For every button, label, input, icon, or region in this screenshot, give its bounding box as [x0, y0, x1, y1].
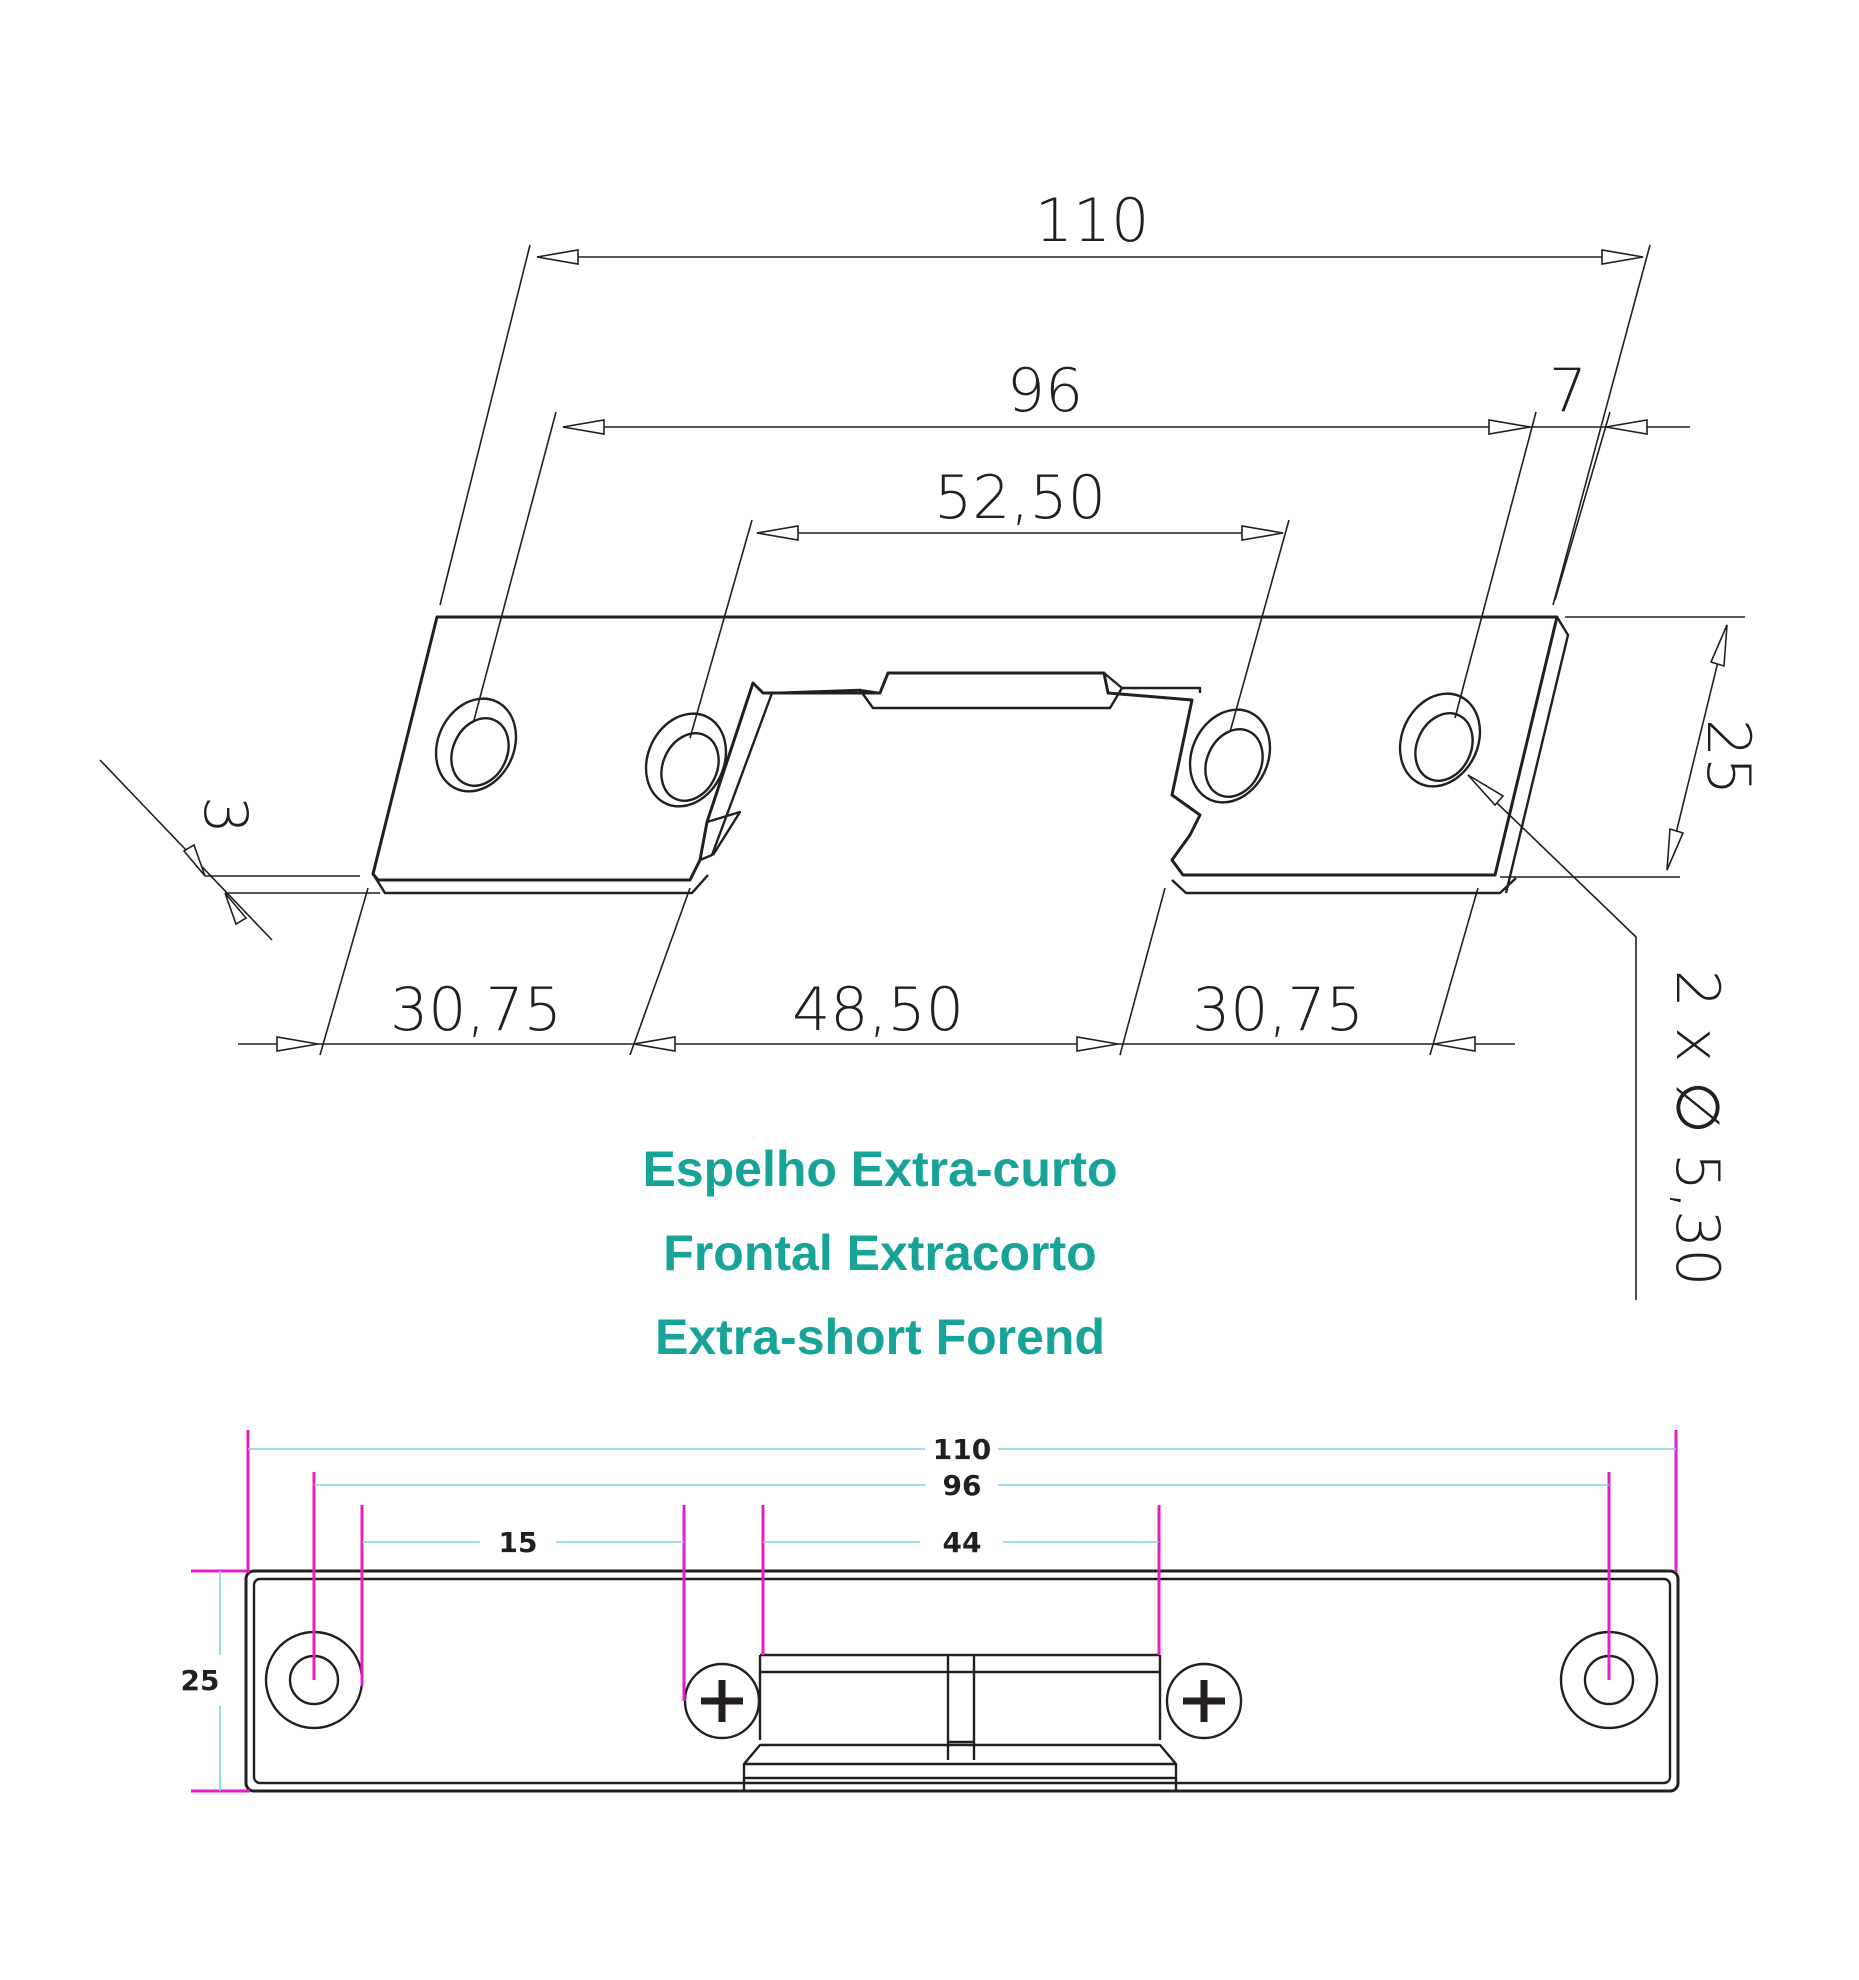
dim-52-50: 52,50: [689, 463, 1290, 739]
front-dim-110-label: 110: [933, 1433, 991, 1466]
front-dim-44-label: 44: [943, 1526, 982, 1559]
opening-step-left: [859, 688, 881, 695]
hole-3: [1188, 708, 1272, 804]
dim-7-label: 7: [1549, 356, 1587, 426]
hole-2: [644, 712, 728, 808]
title-es: Frontal Extracorto: [663, 1225, 1097, 1281]
dim-110-top: 110: [439, 186, 1651, 606]
plate-thickness-right: [1171, 877, 1517, 895]
dim-96-top: 96 7: [473, 356, 1690, 721]
front-extension-lines: [191, 1430, 1678, 1793]
front-opening: [742, 1653, 1178, 1790]
front-dim-96-label: 96: [943, 1469, 982, 1502]
opening-notch-left: [706, 810, 742, 856]
plate-thickness-left: [371, 873, 709, 895]
opening-step-right: [1103, 672, 1123, 689]
front-plate-outline: [244, 1569, 1680, 1793]
title-pt: Espelho Extra-curto: [642, 1141, 1118, 1197]
dim-3: 3: [99, 759, 380, 941]
dim-52-50-label: 52,50: [934, 463, 1106, 533]
dim-110-label: 110: [1035, 186, 1150, 256]
screw-right: [1165, 1662, 1243, 1740]
dim-30-75-left-label: 30,75: [390, 975, 562, 1045]
dim-bottom-chain: 30,75 48,50 30,75: [238, 887, 1515, 1056]
dim-30-75-right-label: 30,75: [1192, 975, 1364, 1045]
dim-holes-label: 2 x ∅ 5,30: [1662, 970, 1732, 1287]
front-dim-25-label: 25: [181, 1664, 220, 1697]
dim-48-50-label: 48,50: [792, 975, 964, 1045]
dim-96-label: 96: [1007, 356, 1083, 426]
plate-top-face: [371, 615, 1559, 882]
plate-right-edge: [1504, 616, 1570, 894]
front-dim-lines: [219, 1448, 1676, 1791]
front-view: 110 96 15 44 25: [181, 1430, 1680, 1793]
opening-left-inner: [699, 691, 774, 862]
dim-3-label: 3: [190, 796, 260, 834]
top-view: 110 96 7 52,50: [99, 186, 1763, 1300]
front-plate-inner: [252, 1577, 1672, 1785]
title-en: Extra-short Forend: [654, 1309, 1106, 1365]
hole-1: [434, 697, 518, 793]
dim-25-top: 25: [1500, 616, 1763, 878]
front-dim-15-label: 15: [499, 1526, 538, 1559]
dim-holes-leader: 2 x ∅ 5,30: [1467, 774, 1732, 1300]
dim-25-top-label: 25: [1693, 719, 1763, 795]
